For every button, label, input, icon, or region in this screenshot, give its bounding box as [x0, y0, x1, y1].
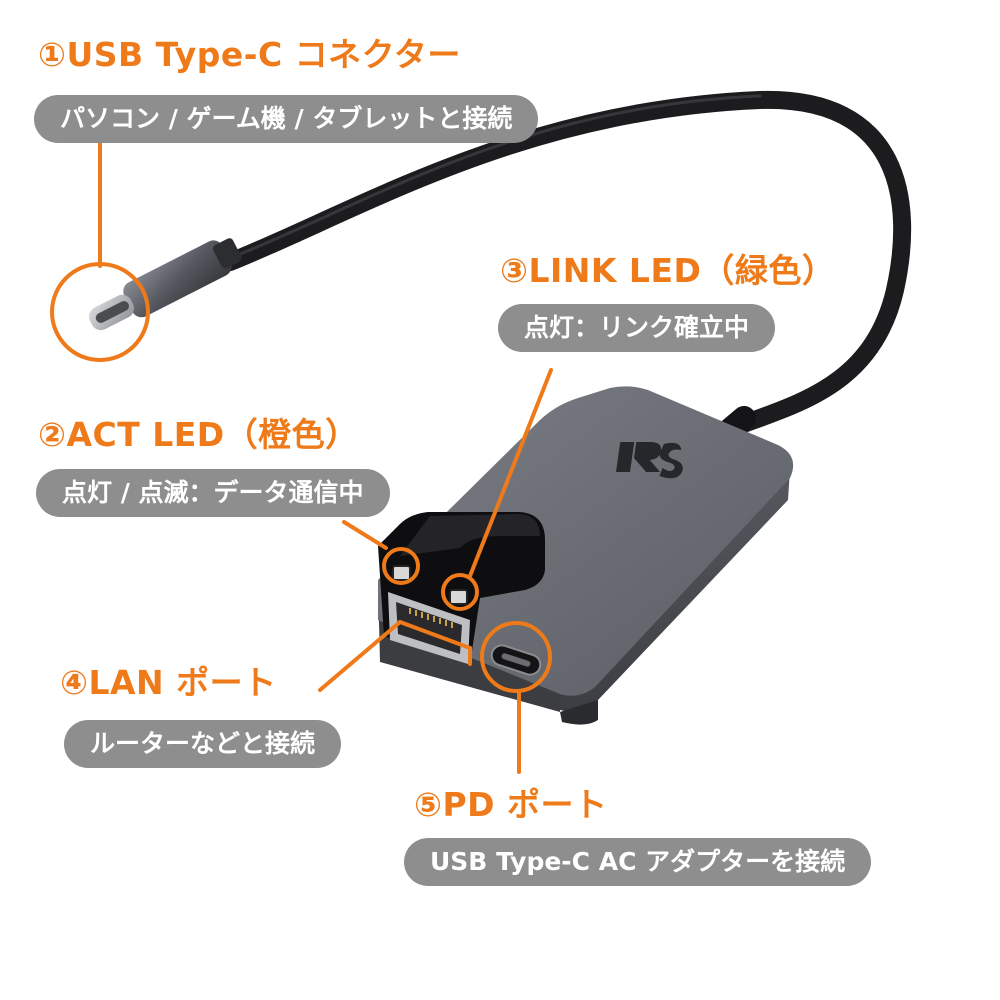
callout-usbc-title: ①USB Type-C コネクター: [38, 35, 461, 74]
callout-lan-title: ④LAN ポート: [60, 663, 277, 702]
usb-c-connector: [89, 238, 242, 331]
usb-cable: [221, 90, 912, 439]
highlight-circle-act: [382, 547, 420, 585]
callout-link-led-title: ③LINK LED（緑色）: [500, 251, 836, 290]
highlight-circle-link: [441, 573, 479, 611]
leader-line-lan: [318, 620, 402, 692]
callout-pd-title: ⑤PD ポート: [414, 785, 608, 824]
callout-link-led-desc: 点灯：リンク確立中: [498, 304, 776, 352]
callout-act-led-title: ②ACT LED（橙色）: [38, 415, 359, 454]
link-led-window: [449, 589, 468, 605]
highlight-circle-usbc: [50, 262, 150, 362]
act-led-window: [392, 565, 411, 581]
brand-logo: [616, 442, 683, 479]
pd-port: [490, 644, 542, 676]
highlight-circle-pd: [480, 621, 552, 693]
callout-act-led-desc: 点灯 / 点滅：データ通信中: [36, 469, 390, 517]
callout-lan-desc: ルーターなどと接続: [64, 720, 342, 768]
adapter-top: [378, 386, 794, 696]
callout-pd-desc: USB Type-C AC アダプターを接続: [404, 838, 872, 886]
callout-usbc-desc: パソコン / ゲーム機 / タブレットと接続: [34, 95, 539, 143]
leader-line-link: [468, 368, 553, 578]
highlight-bracket-lan: [398, 620, 472, 666]
leader-line-act: [342, 520, 388, 550]
